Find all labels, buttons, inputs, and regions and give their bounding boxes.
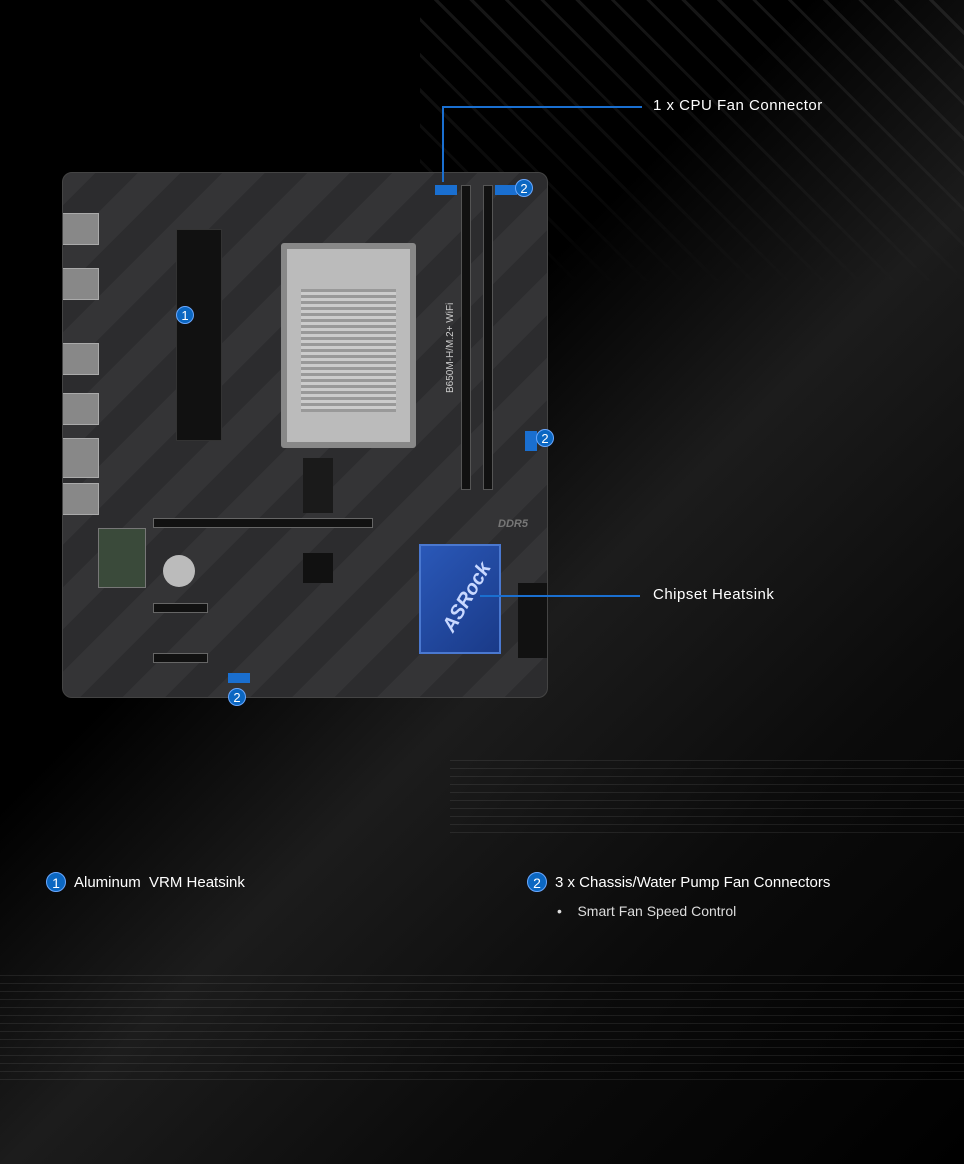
chassis-fan-header [495, 185, 517, 195]
cpu-socket [281, 243, 416, 448]
badge-2: 2 [515, 179, 533, 197]
chipset-heatsink: ASRock [419, 544, 501, 654]
badge-2: 2 [536, 429, 554, 447]
audio-port [63, 483, 99, 515]
badge-1: 1 [176, 306, 194, 324]
background-lines [450, 760, 964, 840]
chassis-fan-header [525, 431, 537, 451]
feature-title: Aluminum VRM Heatsink [74, 873, 245, 891]
cpu-fan-leader-line [442, 106, 642, 108]
badge-1: 1 [46, 872, 66, 892]
chassis-fan-header [228, 673, 250, 683]
chipset-leader-line [480, 595, 640, 597]
feature-fan-connectors: 2 3 x Chassis/Water Pump Fan Connectors [527, 872, 830, 892]
ram-slot [461, 185, 471, 490]
lan-port [63, 438, 99, 478]
pcie-slot [153, 653, 208, 663]
ddr5-label: DDR5 [498, 518, 528, 530]
feature-bullet: • Smart Fan Speed Control [557, 903, 737, 919]
cpu-fan-leader-line [442, 106, 444, 182]
bullet-text: Smart Fan Speed Control [577, 903, 737, 919]
cpu-fan-callout: 1 x CPU Fan Connector [653, 97, 823, 114]
feature-title: 3 x Chassis/Water Pump Fan Connectors [555, 873, 831, 891]
io-port [63, 393, 99, 425]
io-port [63, 213, 99, 245]
model-label: B650M-H/M.2+ WiFi [445, 302, 456, 393]
cmos-battery [163, 555, 195, 587]
io-port [63, 268, 99, 300]
audio-chip [303, 553, 333, 583]
m2-heatsink [303, 458, 333, 513]
badge-2: 2 [527, 872, 547, 892]
chipset-callout: Chipset Heatsink [653, 586, 775, 603]
pcie-slot [153, 518, 373, 528]
badge-2: 2 [228, 688, 246, 706]
motherboard-image: ASRock B650M-H/M.2+ WiFi DDR5 [62, 172, 548, 698]
cpu-fan-header [435, 185, 457, 195]
io-port [63, 343, 99, 375]
feature-vrm-heatsink: 1 Aluminum VRM Heatsink [46, 872, 245, 892]
vrm-heatsink [176, 229, 222, 441]
pcie-slot [153, 603, 208, 613]
brand-logo: ASRock [438, 558, 496, 636]
background-lines [0, 975, 964, 1085]
wifi-module [98, 528, 146, 588]
ram-slot [483, 185, 493, 490]
